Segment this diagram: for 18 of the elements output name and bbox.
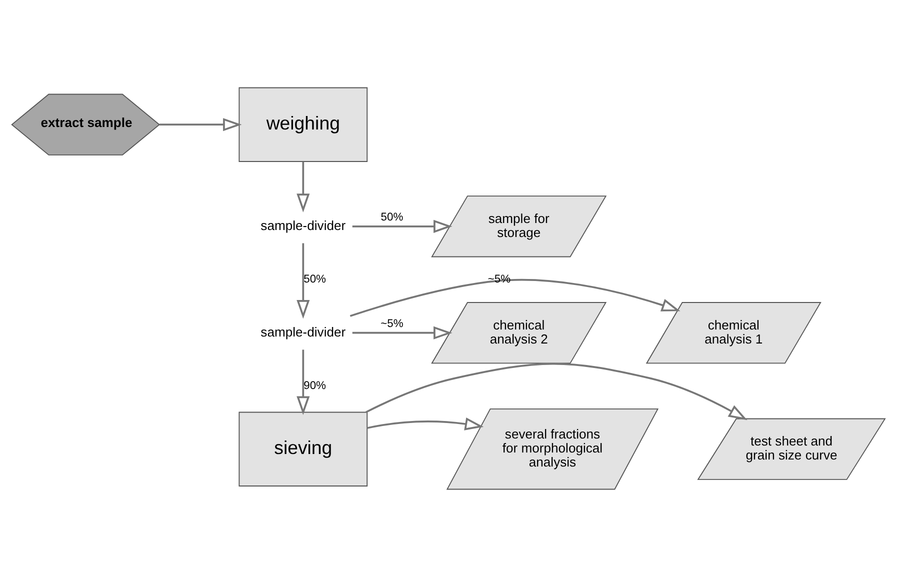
arrow [366,362,748,420]
arrow [296,242,310,318]
arrow [296,161,310,212]
arrow [352,219,452,232]
arrow [160,118,242,131]
arrow [352,326,452,339]
edge-label: 50% [380,210,404,223]
arrow [296,349,310,414]
node-box: weighing [238,86,368,162]
edge-label: 90% [304,379,326,392]
arrow [350,278,680,316]
edge-label: ~5% [488,273,511,286]
node-box: sieving [238,411,368,486]
arrow [367,416,484,430]
edge-label: 50% [304,273,326,286]
node-text: sample-divider [260,217,346,232]
node-text: sample-divider [260,324,346,339]
edge-label: ~5% [380,317,404,330]
